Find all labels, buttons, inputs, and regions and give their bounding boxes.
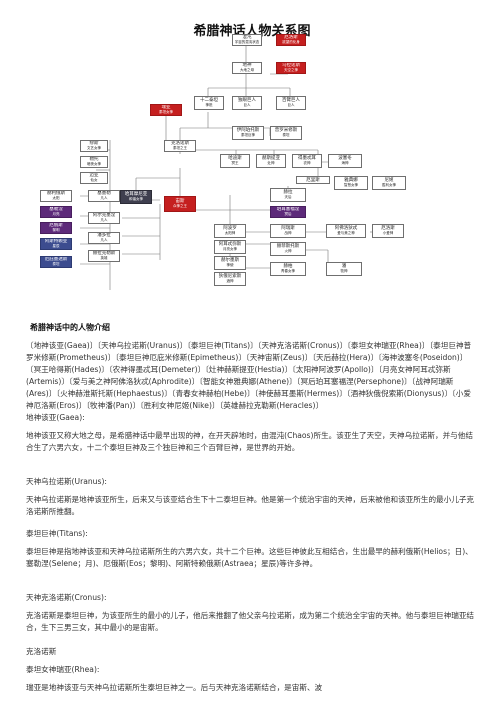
uranus-text: 天神乌拉诺斯是地神该亚所生，后来又与该亚结合生下十二泰坦巨神。他是第一个统治宇宙… (26, 495, 475, 516)
cronus-label: 天神克洛诺斯(Cronus): (26, 593, 107, 602)
node-titans: 十二泰坦神祇 (194, 96, 224, 110)
intro-character-list: 〔地神该亚(Gaea)〕〔天神乌拉诺斯(Uranus)〕〔泰坦巨神(Titans… (26, 341, 472, 410)
node-semele: 塞墨勒凡人 (88, 190, 120, 202)
intro-heading: 希腊神话中的人物介绍 (30, 323, 110, 332)
node-gaea: 地神大地之母 (232, 62, 262, 74)
node-giants: 百臂巨人巨人 (276, 96, 306, 110)
node-hestia: 赫斯提亚灶神 (256, 154, 286, 168)
node-hera: 赫拉天后 (270, 188, 306, 202)
node-apollo: 阿波罗太阳神 (214, 224, 246, 238)
node-demeter: 得墨忒耳农神 (292, 154, 322, 168)
node-epimetheus: 厄庇墨透斯泰坦 (40, 256, 72, 268)
rhea-title: 克洛诺斯 (26, 647, 57, 656)
node-hermes: 赫尔墨斯神使 (214, 256, 246, 270)
node-ares: 阿瑞斯战神 (270, 224, 306, 238)
node-prometheus: 普罗米修斯泰坦 (270, 126, 302, 140)
node-poseidon: 波塞冬海神 (328, 154, 362, 168)
node-alcmene: 阿尔克墨涅凡人 (88, 212, 120, 224)
gaea-text: 地神该亚又称大地之母，是希腊神话中最早出现的神，在开天辟地时，由混沌(Chaos… (26, 431, 473, 452)
rhea-label: 泰坦女神瑞亚(Rhea): (26, 665, 100, 674)
node-dionysus: 狄俄尼索斯酒神 (214, 272, 246, 286)
node-pan: 潘牧神 (326, 262, 362, 276)
titans-text: 泰坦巨神是指地神该亚和天神乌拉诺斯所生的六男六女，共十二个巨神。这些巨神彼此互相… (26, 547, 473, 568)
cronus-text: 克洛诺斯是泰坦巨神，为该亚所生的最小的儿子，他后来推翻了他父亲乌拉诺斯，成为第二… (26, 611, 475, 632)
node-eris: 厄里斯 (296, 176, 330, 184)
node-leto: 勒托暗夜女神 (80, 156, 108, 168)
node-muses: 缪斯文艺女神 (80, 140, 108, 152)
node-heracles: 赫拉克勒斯英雄 (88, 250, 120, 262)
node-cronus: 克洛诺斯泰坦之王 (164, 140, 196, 152)
titans-label: 泰坦巨神(Titans): (26, 529, 88, 538)
node-astraea: 阿斯特赖亚星辰 (40, 238, 72, 250)
node-athena: 雅典娜智慧女神 (334, 176, 368, 190)
node-nike: 尼姬胜利女神 (372, 176, 406, 190)
uranus-label: 天神乌拉诺斯(Uranus): (26, 477, 107, 486)
node-artemis: 阿耳忒弥斯月亮女神 (214, 240, 246, 254)
node-pandora: 潘多拉凡人 (88, 232, 120, 244)
node-helios: 赫利俄斯太阳 (40, 190, 72, 202)
node-eros: 厄洛斯欲望的化身 (276, 34, 306, 46)
rhea-text: 瑞亚是地神该亚与天神乌拉诺斯所生泰坦巨神之一。后与天神克洛诺斯结合，是宙斯、波 (26, 683, 323, 692)
node-uranus: 乌拉诺斯天空之神 (276, 62, 306, 74)
node-eros-child: 厄洛斯小爱神 (372, 224, 404, 238)
node-cyclops: 独眼巨人巨人 (232, 96, 262, 110)
node-iapetus: 伊阿珀托斯泰坦巨神 (232, 126, 264, 140)
node-harmonia: 哈耳摩尼亚和谐女神 (120, 190, 152, 204)
node-eos: 厄俄斯黎明 (40, 222, 72, 234)
node-hephaestus: 赫菲斯托斯火神 (270, 242, 306, 256)
node-aphrodite: 阿佛洛狄忒爱与美之神 (326, 224, 366, 238)
node-hades: 哈迪斯冥王 (220, 154, 250, 168)
node-zeus: 宙斯众神之王 (164, 196, 196, 212)
node-persephone: 珀耳塞福涅冥后 (270, 206, 306, 218)
node-hebe: 赫柏青春女神 (270, 262, 306, 276)
node-chaos: 混沌宇宙的混沌状态 (232, 34, 262, 46)
node-rhea: 瑞亚泰坦女神 (150, 104, 182, 116)
gaea-label: 地神该亚(Gaea): (26, 413, 85, 422)
node-selene: 塞勒涅月亮 (40, 206, 72, 218)
node-maia: 迈亚仙女 (80, 172, 108, 184)
